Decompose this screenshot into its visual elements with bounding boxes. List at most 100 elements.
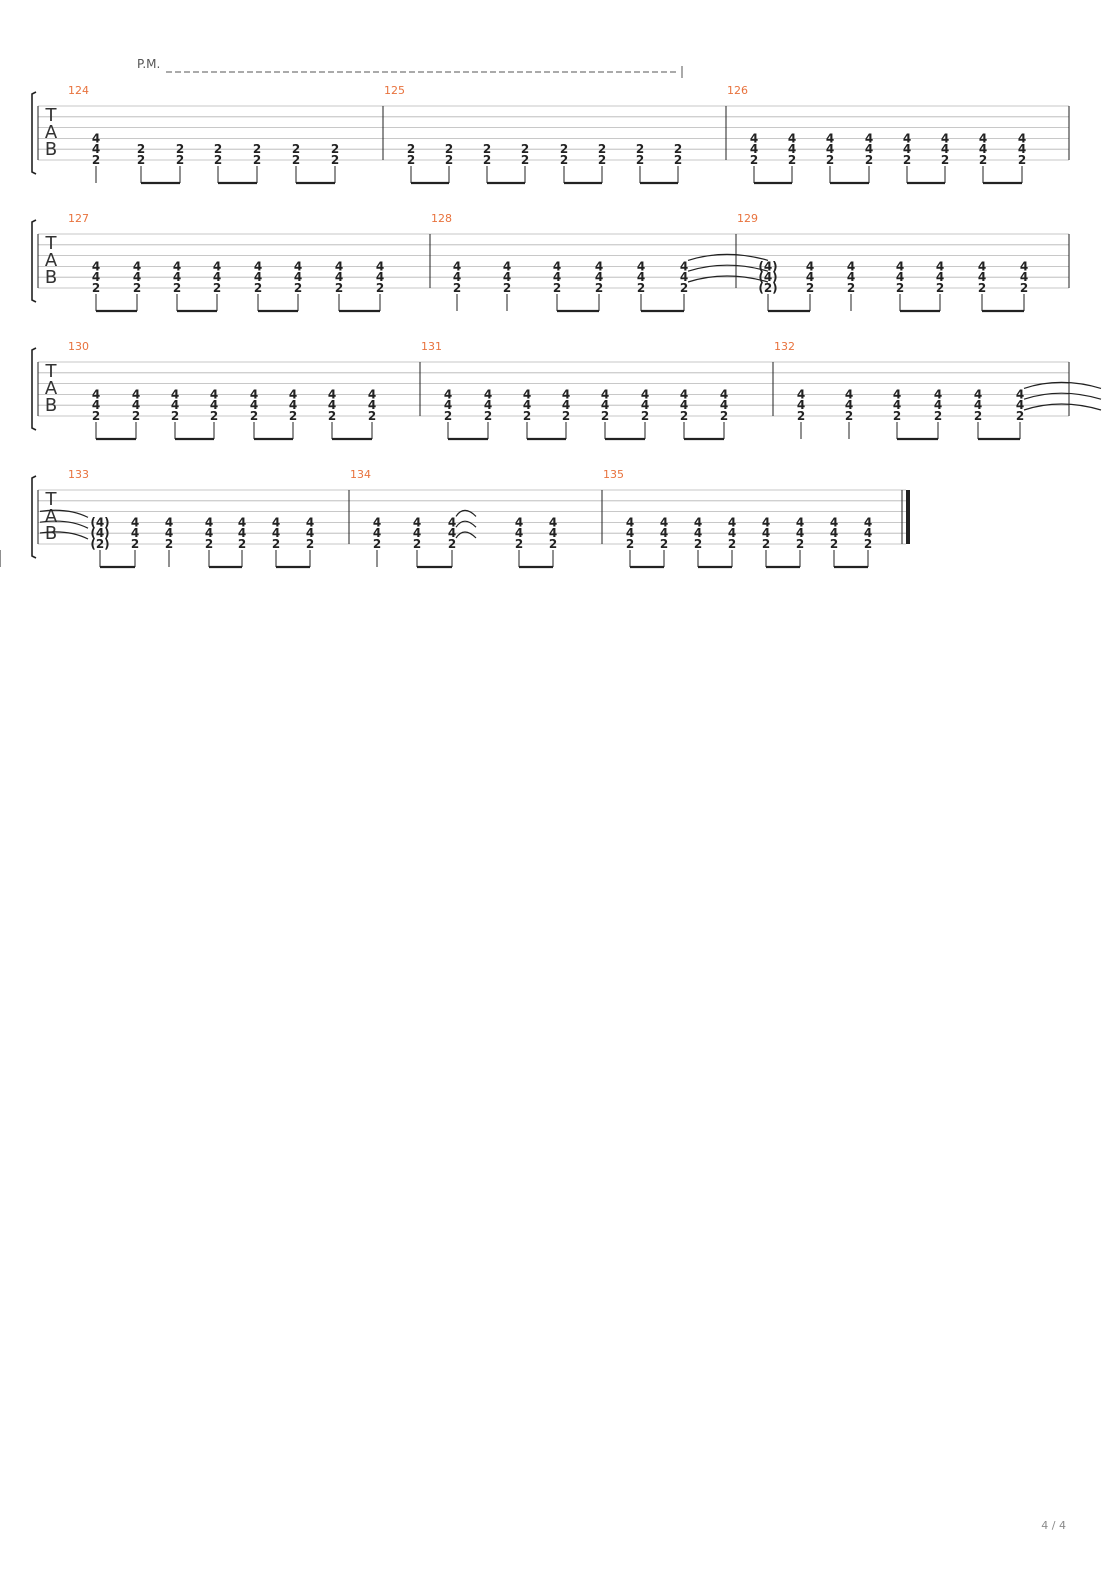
fret-number: 2 — [595, 281, 603, 295]
tie-arc — [455, 509, 477, 517]
fret-number: 4 — [680, 259, 688, 273]
fret-number: 2 — [626, 537, 634, 551]
fret-number: 4 — [806, 270, 814, 284]
system-bracket — [31, 475, 37, 559]
fret-number: 2 — [974, 409, 982, 423]
fret-number: 4 — [448, 526, 456, 540]
fret-number: 4 — [328, 398, 336, 412]
fret-number: 4 — [515, 515, 523, 529]
measure-number: 131 — [421, 340, 442, 353]
fret-number: 4 — [750, 142, 758, 156]
fret-number: 4 — [523, 398, 531, 412]
fret-number: 4 — [254, 270, 262, 284]
fret-number: 2 — [553, 281, 561, 295]
fret-number: 4 — [250, 398, 258, 412]
fret-number: 2 — [445, 153, 453, 167]
fret-number: 4 — [92, 259, 100, 273]
fret-number: 2 — [483, 142, 491, 156]
fret-number: 2 — [92, 409, 100, 423]
fret-number: 2 — [205, 537, 213, 551]
fret-number: 4 — [641, 398, 649, 412]
fret-number: 4 — [272, 526, 280, 540]
fret-number: 4 — [1020, 259, 1028, 273]
fret-number: 4 — [306, 515, 314, 529]
fret-number: 4 — [92, 131, 100, 145]
fret-number: 2 — [131, 537, 139, 551]
tab-clef-letter: T — [45, 105, 58, 126]
fret-number: 2 — [1018, 153, 1026, 167]
measure-number: 125 — [384, 84, 405, 97]
fret-number: 4 — [376, 259, 384, 273]
fret-number: 4 — [165, 515, 173, 529]
fret-number: 2 — [979, 153, 987, 167]
fret-number: 4 — [131, 515, 139, 529]
fret-number: 4 — [641, 387, 649, 401]
fret-number: 4 — [797, 387, 805, 401]
fret-number: 2 — [292, 153, 300, 167]
fret-number: 2 — [132, 409, 140, 423]
fret-number: 4 — [865, 142, 873, 156]
measure-number: 126 — [727, 84, 748, 97]
fret-number: 4 — [368, 398, 376, 412]
tab-clef-letter: B — [45, 267, 57, 288]
fret-number: 4 — [680, 387, 688, 401]
fret-number: 4 — [413, 515, 421, 529]
fret-number: 4 — [720, 398, 728, 412]
measure-number: 135 — [603, 468, 624, 481]
fret-number: 2 — [674, 153, 682, 167]
fret-number: 4 — [978, 259, 986, 273]
fret-number: 2 — [373, 537, 381, 551]
fret-number: 4 — [1016, 387, 1024, 401]
measure-number: 127 — [68, 212, 89, 225]
fret-number: 4 — [1018, 131, 1026, 145]
measure-number: 128 — [431, 212, 452, 225]
fret-number: 4 — [289, 387, 297, 401]
fret-number: 4 — [1020, 270, 1028, 284]
fret-number: 2 — [515, 537, 523, 551]
measure-number: 133 — [68, 468, 89, 481]
final-barline-thick — [906, 490, 910, 544]
fret-number: (4) — [90, 515, 109, 529]
system-bracket — [31, 347, 37, 431]
fret-number: (4) — [758, 259, 777, 273]
fret-number: 2 — [253, 153, 261, 167]
fret-number: 2 — [92, 281, 100, 295]
fret-number: 4 — [173, 259, 181, 273]
fret-number: 2 — [254, 281, 262, 295]
fret-number: 4 — [830, 515, 838, 529]
fret-number: 2 — [1016, 409, 1024, 423]
fret-number: 2 — [830, 537, 838, 551]
tie-arc — [1023, 381, 1102, 389]
fret-number: 2 — [796, 537, 804, 551]
fret-number: 4 — [413, 526, 421, 540]
fret-number: 4 — [210, 398, 218, 412]
fret-number: 4 — [826, 142, 834, 156]
fret-number: 4 — [720, 387, 728, 401]
fret-number: 4 — [272, 515, 280, 529]
tie-arc — [1023, 403, 1102, 411]
fret-number: 2 — [560, 142, 568, 156]
fret-number: 2 — [448, 537, 456, 551]
system-bracket — [31, 219, 37, 303]
fret-number: 4 — [484, 398, 492, 412]
fret-number: 4 — [562, 387, 570, 401]
fret-number: 2 — [806, 281, 814, 295]
measure-number: 124 — [68, 84, 89, 97]
fret-number: 2 — [238, 537, 246, 551]
fret-number: 4 — [864, 515, 872, 529]
fret-number: 2 — [335, 281, 343, 295]
fret-number: 2 — [176, 142, 184, 156]
tab-clef-letter: A — [45, 122, 58, 143]
fret-number: 2 — [444, 409, 452, 423]
fret-number: 4 — [503, 259, 511, 273]
tie-arc — [455, 520, 477, 528]
fret-number: 2 — [560, 153, 568, 167]
fret-number: 4 — [660, 526, 668, 540]
fret-number: 2 — [328, 409, 336, 423]
fret-number: 2 — [413, 537, 421, 551]
fret-number: 4 — [213, 270, 221, 284]
tie-arc — [1023, 392, 1102, 400]
fret-number: 4 — [289, 398, 297, 412]
tab-clef-letter: T — [45, 233, 58, 254]
